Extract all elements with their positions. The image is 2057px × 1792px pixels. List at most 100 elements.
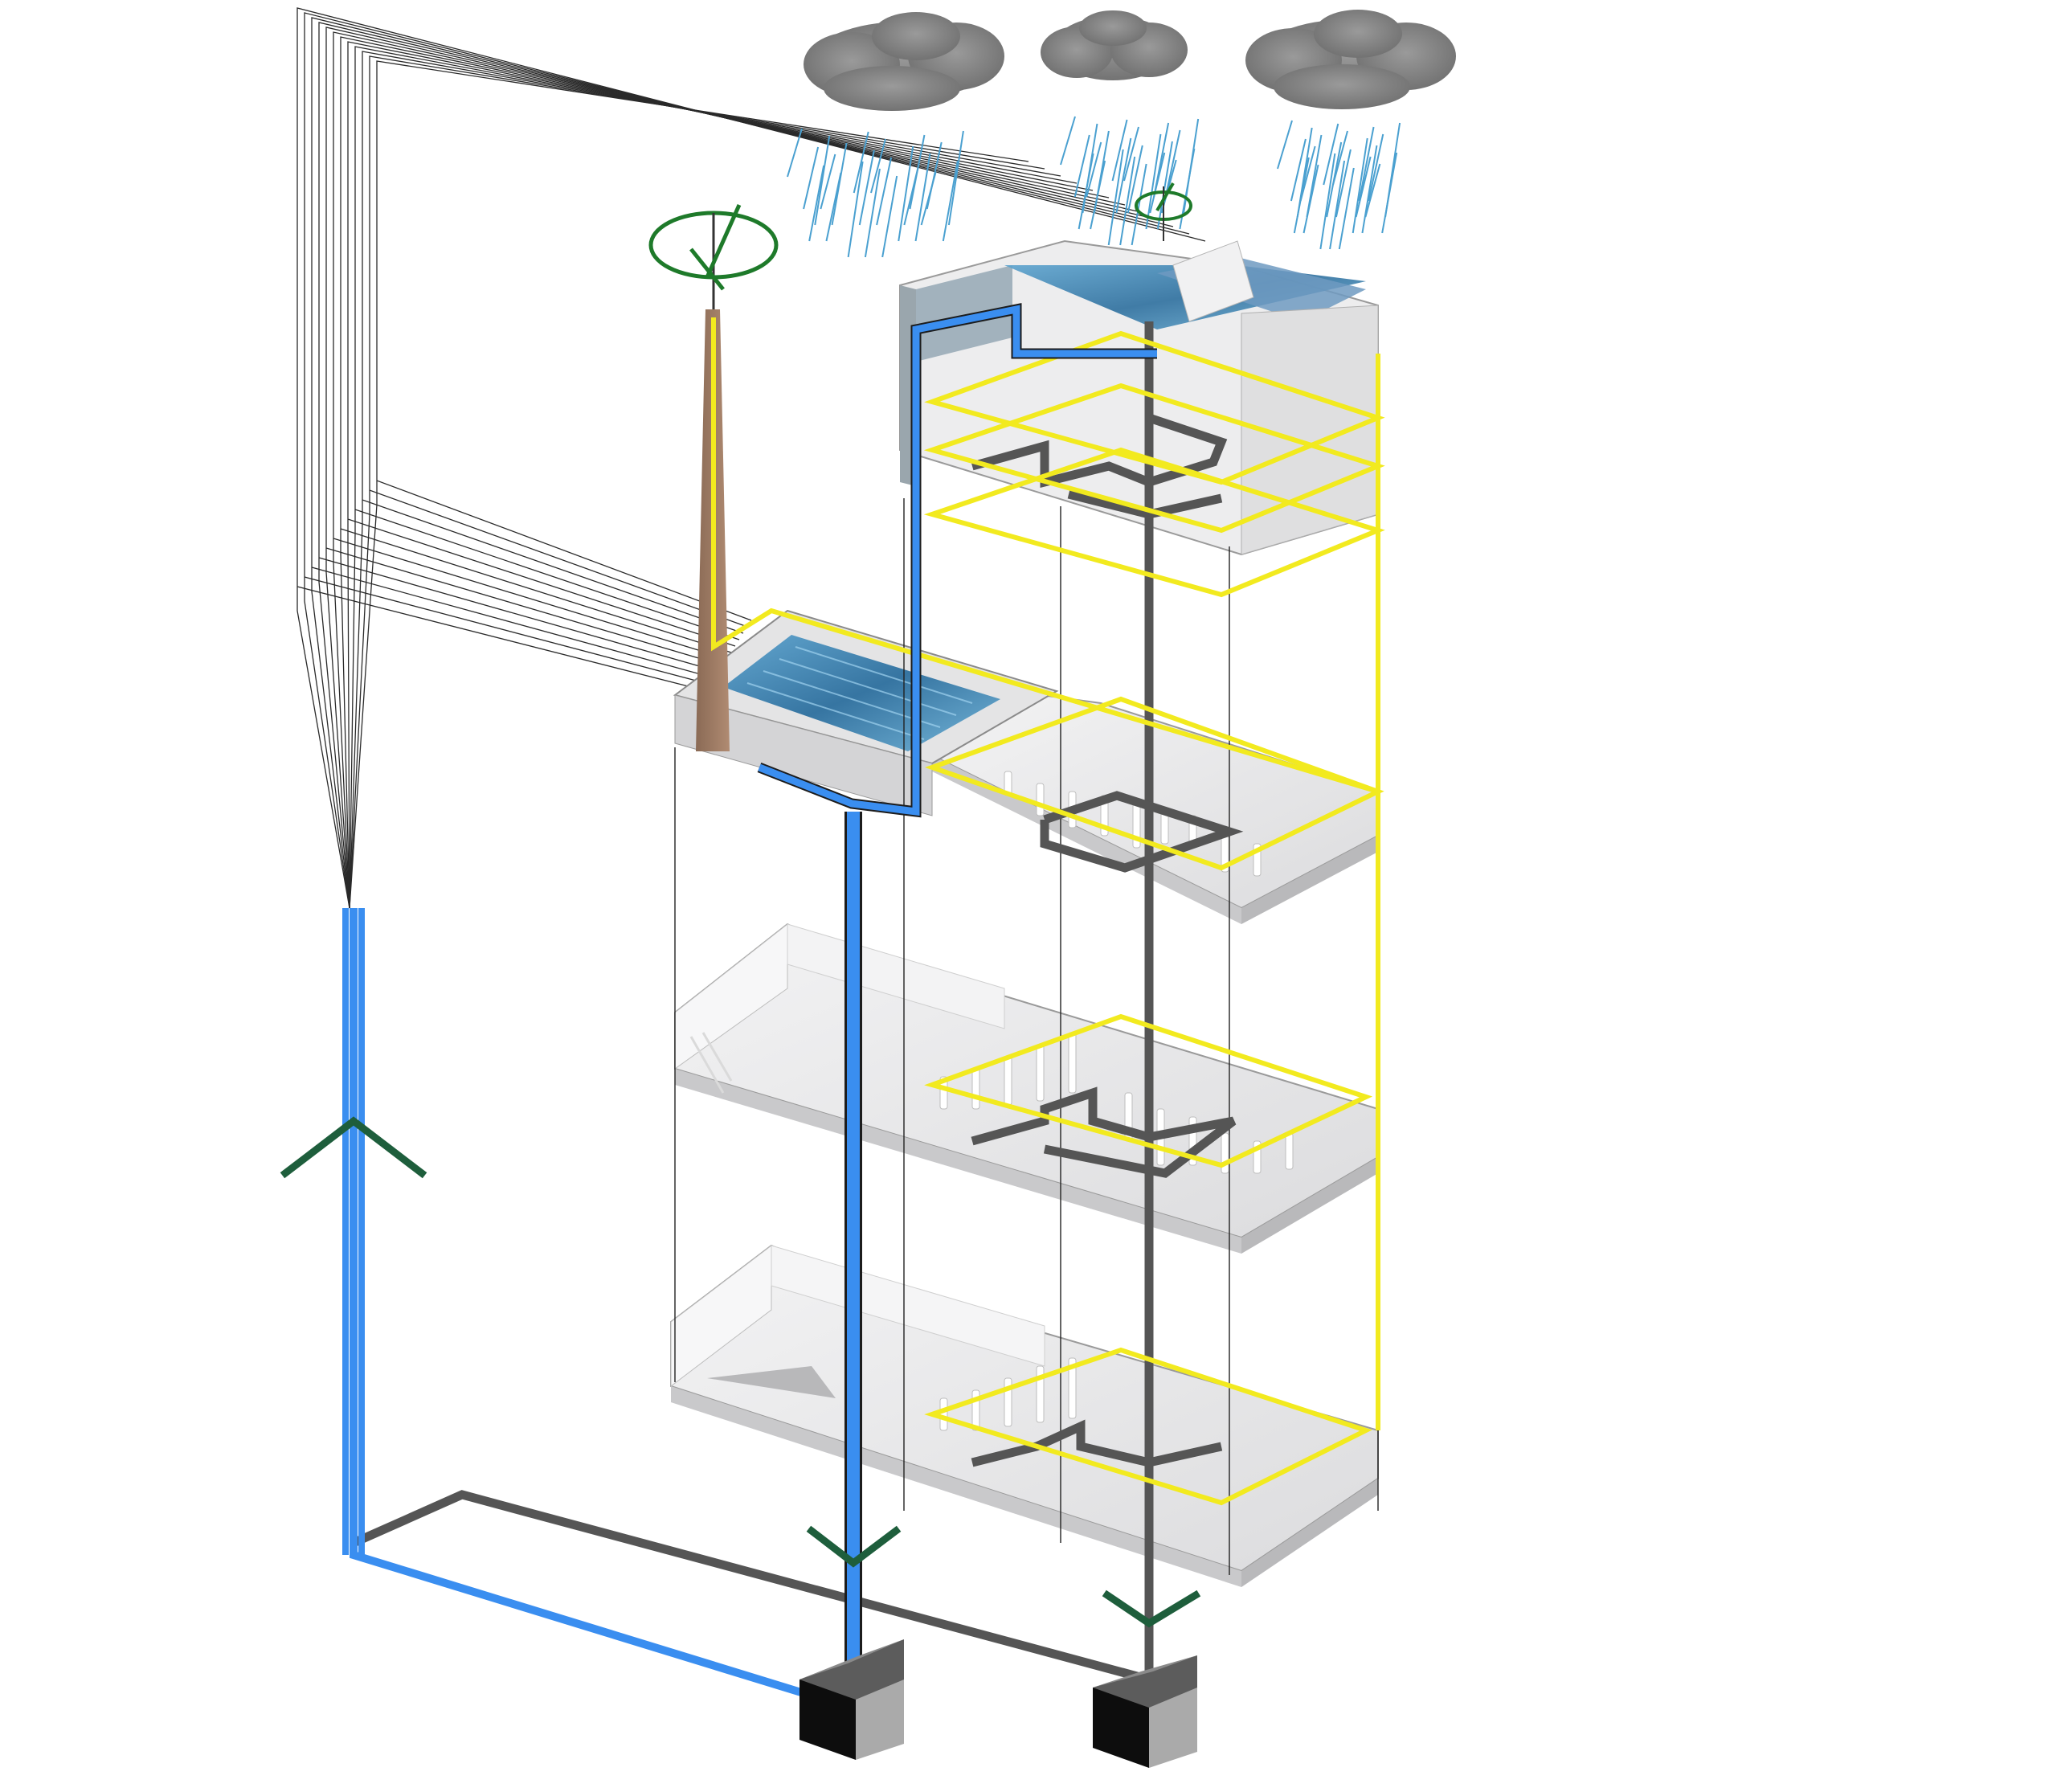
rain-streak bbox=[808, 165, 825, 242]
column-pillar bbox=[1036, 1044, 1045, 1102]
rain-streak bbox=[1115, 137, 1132, 214]
storage-tank-left bbox=[799, 1639, 904, 1760]
column-pillar bbox=[1285, 1132, 1294, 1170]
rain-streak bbox=[858, 149, 875, 226]
collection-line bbox=[333, 31, 1126, 909]
cloud-icon bbox=[1041, 10, 1188, 80]
flow-arrow-down-icon bbox=[806, 1525, 902, 1568]
collection-line-bundle bbox=[296, 7, 1206, 909]
collection-line bbox=[349, 55, 1045, 909]
rain-streak bbox=[1299, 145, 1316, 202]
rain-streak bbox=[947, 130, 964, 226]
column-pillar bbox=[1036, 783, 1045, 816]
rain-streak bbox=[1073, 134, 1090, 198]
rain-streak bbox=[1277, 120, 1293, 170]
rain-streak bbox=[847, 161, 864, 258]
rain-streak bbox=[1352, 137, 1368, 234]
collection-line bbox=[349, 60, 1029, 909]
column-pillar bbox=[1068, 1357, 1077, 1419]
collection-line bbox=[318, 22, 1158, 909]
rain-streak bbox=[1358, 126, 1375, 202]
rain-streak bbox=[1082, 123, 1098, 214]
rain-streak bbox=[803, 146, 820, 210]
cloud-icon bbox=[1245, 10, 1456, 109]
rain-streak bbox=[1361, 145, 1378, 234]
rain-streak bbox=[1332, 130, 1348, 186]
yellow-energy-circuit bbox=[711, 317, 1385, 1506]
rain-streak bbox=[1164, 129, 1181, 198]
roof-terrace-lower bbox=[673, 609, 1059, 816]
structural-lines bbox=[674, 498, 1379, 1575]
rain-streak bbox=[942, 160, 959, 242]
rain-streak bbox=[820, 153, 836, 210]
rain-streak bbox=[1119, 156, 1136, 246]
rain-streak bbox=[1302, 164, 1319, 234]
cloud-icon bbox=[804, 12, 1004, 111]
rain-streak bbox=[825, 172, 842, 242]
rain-streak bbox=[1296, 127, 1313, 218]
rain-streak bbox=[787, 128, 803, 178]
rain-streak bbox=[1153, 122, 1170, 198]
collection-line bbox=[349, 46, 1078, 909]
rain-streak bbox=[1338, 167, 1355, 250]
grey-water-pipes bbox=[351, 321, 1244, 1684]
collection-line bbox=[340, 36, 1110, 909]
column-pillar bbox=[939, 1397, 948, 1431]
rain-streak bbox=[1123, 126, 1139, 182]
floor-level-3 bbox=[931, 689, 1379, 924]
rain-streak bbox=[898, 145, 914, 242]
rain-streak bbox=[881, 175, 898, 258]
rain-streak bbox=[1355, 156, 1372, 218]
collection-line bbox=[296, 7, 1206, 909]
rain-streak bbox=[870, 138, 886, 194]
rain-streak bbox=[876, 157, 893, 226]
column-pillar bbox=[1004, 1056, 1012, 1106]
column-pillar bbox=[939, 1076, 948, 1110]
rain-streak bbox=[1060, 116, 1076, 166]
rain-streak bbox=[831, 142, 848, 226]
rain-streak bbox=[1384, 122, 1401, 218]
column-pillar bbox=[1068, 1032, 1077, 1094]
rain-streak bbox=[1335, 149, 1352, 218]
rain-streak bbox=[1156, 141, 1173, 230]
rain-streak bbox=[1086, 141, 1102, 198]
rain-streak bbox=[1111, 119, 1128, 182]
rain-streak bbox=[1093, 130, 1110, 214]
rain-streak bbox=[1290, 138, 1307, 202]
rain-streak bbox=[1364, 163, 1381, 218]
rain-streak bbox=[814, 135, 831, 226]
storage-tank-right bbox=[1093, 1655, 1197, 1768]
collection-line bbox=[325, 27, 1142, 909]
flow-arrow-up-icon bbox=[280, 1116, 427, 1179]
rain-streak bbox=[1131, 163, 1147, 246]
rain-streak bbox=[1329, 160, 1346, 250]
floor-level-2 bbox=[674, 923, 1379, 1254]
rain-streak bbox=[1368, 133, 1384, 202]
rain-streak bbox=[909, 134, 926, 210]
rain-streaks bbox=[787, 116, 1401, 258]
rain-streak bbox=[1323, 123, 1339, 186]
rain-streak bbox=[926, 141, 943, 210]
collection-line bbox=[311, 17, 1174, 909]
collection-line bbox=[349, 51, 1061, 909]
collection-line bbox=[347, 41, 1094, 909]
rain-streak bbox=[864, 168, 881, 258]
flow-arrow-down-icon bbox=[1102, 1589, 1201, 1628]
rain-streak bbox=[1107, 149, 1124, 246]
rain-streak bbox=[1127, 145, 1143, 214]
column-pillar bbox=[971, 1068, 980, 1110]
rain-streak bbox=[1319, 153, 1336, 250]
floor-level-1 bbox=[670, 1244, 1379, 1587]
flow-arrows bbox=[280, 1116, 1201, 1628]
storage-tanks bbox=[799, 1639, 1197, 1768]
rain-clouds bbox=[804, 10, 1456, 111]
wind-turbines bbox=[648, 182, 1192, 309]
rain-streak bbox=[853, 131, 869, 194]
rain-streak bbox=[914, 153, 931, 242]
rain-streak bbox=[1306, 134, 1323, 218]
rain-streak bbox=[1145, 133, 1162, 230]
wind-turbine-icon bbox=[1135, 182, 1192, 241]
wind-turbine-icon bbox=[648, 203, 779, 309]
